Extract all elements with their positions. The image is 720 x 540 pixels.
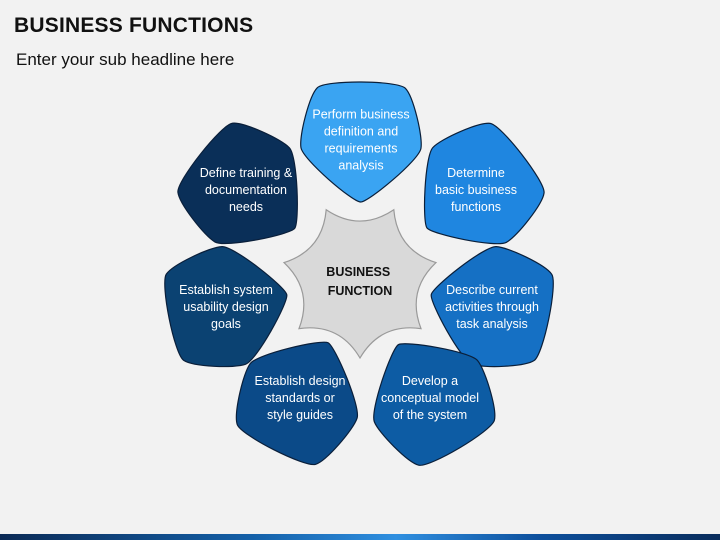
- petal-6-line-3: goals: [211, 317, 241, 331]
- page-title: BUSINESS FUNCTIONS: [14, 14, 254, 37]
- petal-label-3: Describe current activities through task a…: [445, 283, 539, 331]
- center-label-line-1: BUSINESS: [326, 265, 390, 279]
- petal-3-line-1: Describe current: [446, 283, 538, 297]
- petal-7: Define training & documentation needs: [177, 122, 298, 245]
- petal-4-line-1: Develop a: [402, 374, 458, 388]
- petal-5-line-1: Establish design: [254, 374, 345, 388]
- petal-label-7: Define training & documentation needs: [200, 166, 293, 214]
- petal-1-line-2: definition and: [324, 125, 398, 139]
- petal-shape-7: [177, 122, 298, 245]
- petal-7-line-1: Define training &: [200, 166, 293, 180]
- petal-3-line-2: activities through: [445, 300, 539, 314]
- petal-shape-6: [164, 246, 288, 368]
- petal-1: Perform business definition and requiremen…: [300, 81, 422, 203]
- page-subtitle: Enter your sub headline here: [16, 50, 235, 69]
- petal-5-line-2: standards or: [265, 391, 334, 405]
- petal-2-line-1: Determine: [447, 166, 505, 180]
- petal-2-line-3: functions: [451, 200, 501, 214]
- petals-layer: Perform business definition and requiremen…: [164, 81, 554, 466]
- petal-shape-1: [300, 81, 422, 203]
- petal-4: Develop a conceptual model of the system: [373, 343, 496, 466]
- footer-accent-bar: [0, 534, 720, 540]
- petal-7-line-2: documentation: [205, 183, 287, 197]
- center-heptagon: [282, 208, 438, 360]
- petal-2: Determine basic business functions: [423, 122, 545, 245]
- petal-2-line-2: basic business: [435, 183, 517, 197]
- petal-5-line-3: style guides: [267, 408, 333, 422]
- petal-1-line-1: Perform business: [312, 108, 409, 122]
- center-hub: BUSINESS FUNCTION: [282, 208, 438, 360]
- center-label-line-2: FUNCTION: [328, 284, 393, 298]
- petal-1-line-4: analysis: [338, 159, 383, 173]
- petal-label-4: Develop a conceptual model of the system: [381, 374, 479, 422]
- petal-7-line-3: needs: [229, 200, 263, 214]
- petal-6-line-1: Establish system: [179, 283, 273, 297]
- petal-6: Establish system usability design goals: [164, 246, 288, 368]
- petal-label-1: Perform business definition and requiremen…: [312, 108, 409, 173]
- petal-1-line-3: requirements: [325, 142, 398, 156]
- petal-shape-2: [423, 122, 545, 245]
- petal-shape-5: [235, 341, 358, 465]
- center-label: BUSINESS FUNCTION: [326, 265, 393, 298]
- petal-5: Establish design standards or style guides: [235, 341, 358, 465]
- petal-label-6: Establish system usability design goals: [179, 283, 273, 331]
- petal-label-2: Determine basic business functions: [435, 166, 517, 214]
- petal-6-line-2: usability design: [183, 300, 269, 314]
- petal-3-line-3: task analysis: [456, 317, 528, 331]
- petal-shape-4: [373, 343, 496, 466]
- petal-4-line-3: of the system: [393, 408, 467, 422]
- petal-4-line-2: conceptual model: [381, 391, 479, 405]
- petal-label-5: Establish design standards or style guides: [254, 374, 345, 422]
